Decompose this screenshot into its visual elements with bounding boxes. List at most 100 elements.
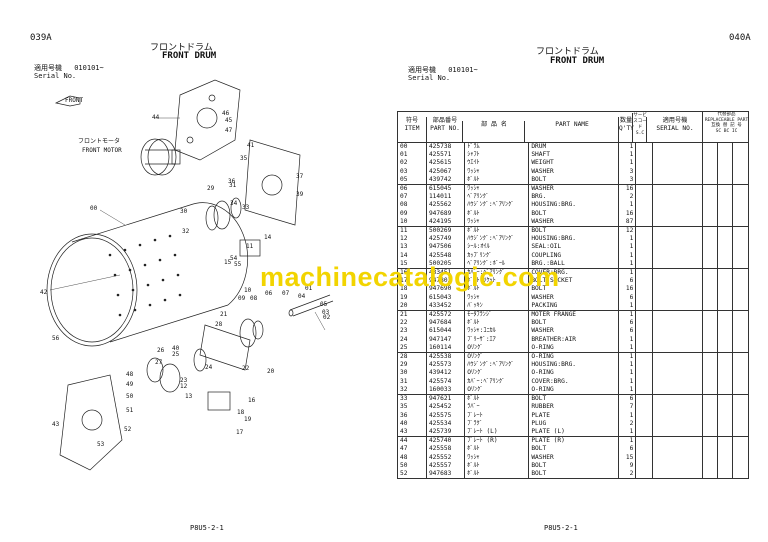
part-name-cell: DRUM [528, 142, 619, 152]
name-jp-cell: ﾊﾟｯｷﾝ [464, 301, 529, 311]
qty-cell: 3 [617, 175, 636, 185]
sc-cell [701, 293, 718, 302]
item-cell: 09 [397, 209, 427, 218]
part-no-cell: 425558 [425, 445, 465, 454]
part-name-cell: PLATE [528, 411, 619, 420]
name-jp-cell: ﾜｯｼｬ [464, 167, 529, 176]
page-id: 040A [729, 33, 751, 43]
left-page: 039A フロントドラム FRONT DRUM 適用号機 010101~ Ser… [30, 33, 334, 532]
part-name-cell: COUPLING [528, 251, 619, 260]
sc-cell [701, 403, 718, 412]
callouts: 44 47 45 46 00 41 35 36 37 39 29 30 31 3… [40, 97, 331, 448]
callout-24: 24 [205, 364, 213, 371]
ic-cell [732, 461, 749, 470]
service-cell [635, 411, 653, 420]
name-jp-cell: ﾎﾞﾙﾄ [464, 226, 529, 236]
service-cell [635, 268, 653, 278]
item-cell: 29 [397, 361, 427, 370]
ic-cell [732, 453, 749, 462]
service-cell [635, 403, 653, 412]
bc-cell [717, 310, 733, 320]
title-en: FRONT DRUM [550, 56, 605, 66]
name-jp-cell: ﾎﾞﾙﾄ [464, 209, 529, 218]
sc-cell [701, 193, 718, 202]
service-cell [635, 327, 653, 336]
watermark: machinecatalogic.com [260, 262, 560, 292]
name-jp-cell: ｶﾊﾞｰ:ﾍﾞｱﾘﾝｸﾞ [464, 377, 529, 386]
callout-09: 09 [238, 295, 246, 302]
bc-cell [717, 369, 733, 378]
part-name-cell: WASHER [528, 293, 619, 302]
part-name-cell: BOLT [528, 461, 619, 470]
sc-cell [701, 369, 718, 378]
qty-cell: 1 [617, 377, 636, 386]
qty-cell: 1 [617, 201, 636, 210]
ic-cell [732, 285, 749, 294]
name-jp-cell: ﾜｯｼｬ:ｺﾆｶﾙ [464, 327, 529, 336]
part-name-cell: BOLT [528, 445, 619, 454]
ic-cell [732, 369, 749, 378]
bc-cell [717, 209, 733, 218]
serial-cell [651, 310, 703, 320]
bc-cell [717, 377, 733, 386]
bc-cell [717, 411, 733, 420]
item-cell: 02 [397, 159, 427, 168]
footer: P8U5-2-1 [544, 524, 578, 532]
serial-cell [651, 293, 703, 302]
qty-cell: 1 [617, 361, 636, 370]
ic-cell [732, 343, 749, 353]
part-name-cell: WASHER [528, 217, 619, 227]
ic-cell [732, 277, 749, 286]
name-jp-cell: ﾊｳｼﾞﾝｸﾞ:ﾍﾞｱﾘﾝｸﾞ [464, 361, 529, 370]
name-jp-cell: ﾜｯｼｬ [464, 217, 529, 227]
callout-42: 42 [40, 289, 48, 296]
part-no-cell: 425740 [425, 436, 465, 446]
service-cell [635, 385, 653, 395]
qty-cell: 1 [617, 411, 636, 420]
bc-cell [717, 301, 733, 311]
service-cell [635, 301, 653, 311]
bearing-housing-upper [205, 197, 261, 257]
name-jp-cell: ｼｰﾙ:ｵｲﾙ [464, 243, 529, 252]
front-motor-label-en: FRONT MOTOR [82, 147, 122, 154]
callout-44: 44 [152, 114, 160, 121]
callout-05: 05 [320, 301, 328, 308]
part-no-cell: 947621 [425, 394, 465, 404]
name-jp-cell: ﾗﾊﾞｰ [464, 403, 529, 412]
part-name-cell: MOTER FRANGE [528, 310, 619, 320]
name-jp-cell: ﾌﾟﾚｰﾄ (L) [464, 427, 529, 437]
service-cell [635, 361, 653, 370]
sc-cell [701, 151, 718, 160]
service-cell [635, 352, 653, 362]
qty-cell: 1 [617, 268, 636, 278]
name-jp-cell: ｶﾊﾞｰ:ﾍﾞｱﾘﾝｸﾞ [464, 268, 529, 278]
part-name-cell: PLUG [528, 419, 619, 428]
sc-cell [701, 159, 718, 168]
part-name-cell: BOLT [528, 226, 619, 236]
callout-50: 50 [126, 393, 134, 400]
part-no-cell: 425575 [425, 411, 465, 420]
service-cell [635, 277, 653, 286]
qty-cell: 16 [617, 184, 636, 194]
service-cell [635, 427, 653, 437]
item-cell: 31 [397, 377, 427, 386]
serial-cell [651, 193, 703, 202]
item-cell: 22 [397, 319, 427, 328]
callout-51: 51 [126, 407, 134, 414]
bc-cell [717, 461, 733, 470]
sc-cell [701, 453, 718, 462]
bc-cell [717, 251, 733, 260]
callout-36: 36 [228, 178, 236, 185]
bc-cell [717, 343, 733, 353]
part-no-cell: 947683 [425, 469, 465, 480]
ic-cell [732, 352, 749, 362]
part-name-cell: BRG.:BALL [528, 259, 619, 269]
